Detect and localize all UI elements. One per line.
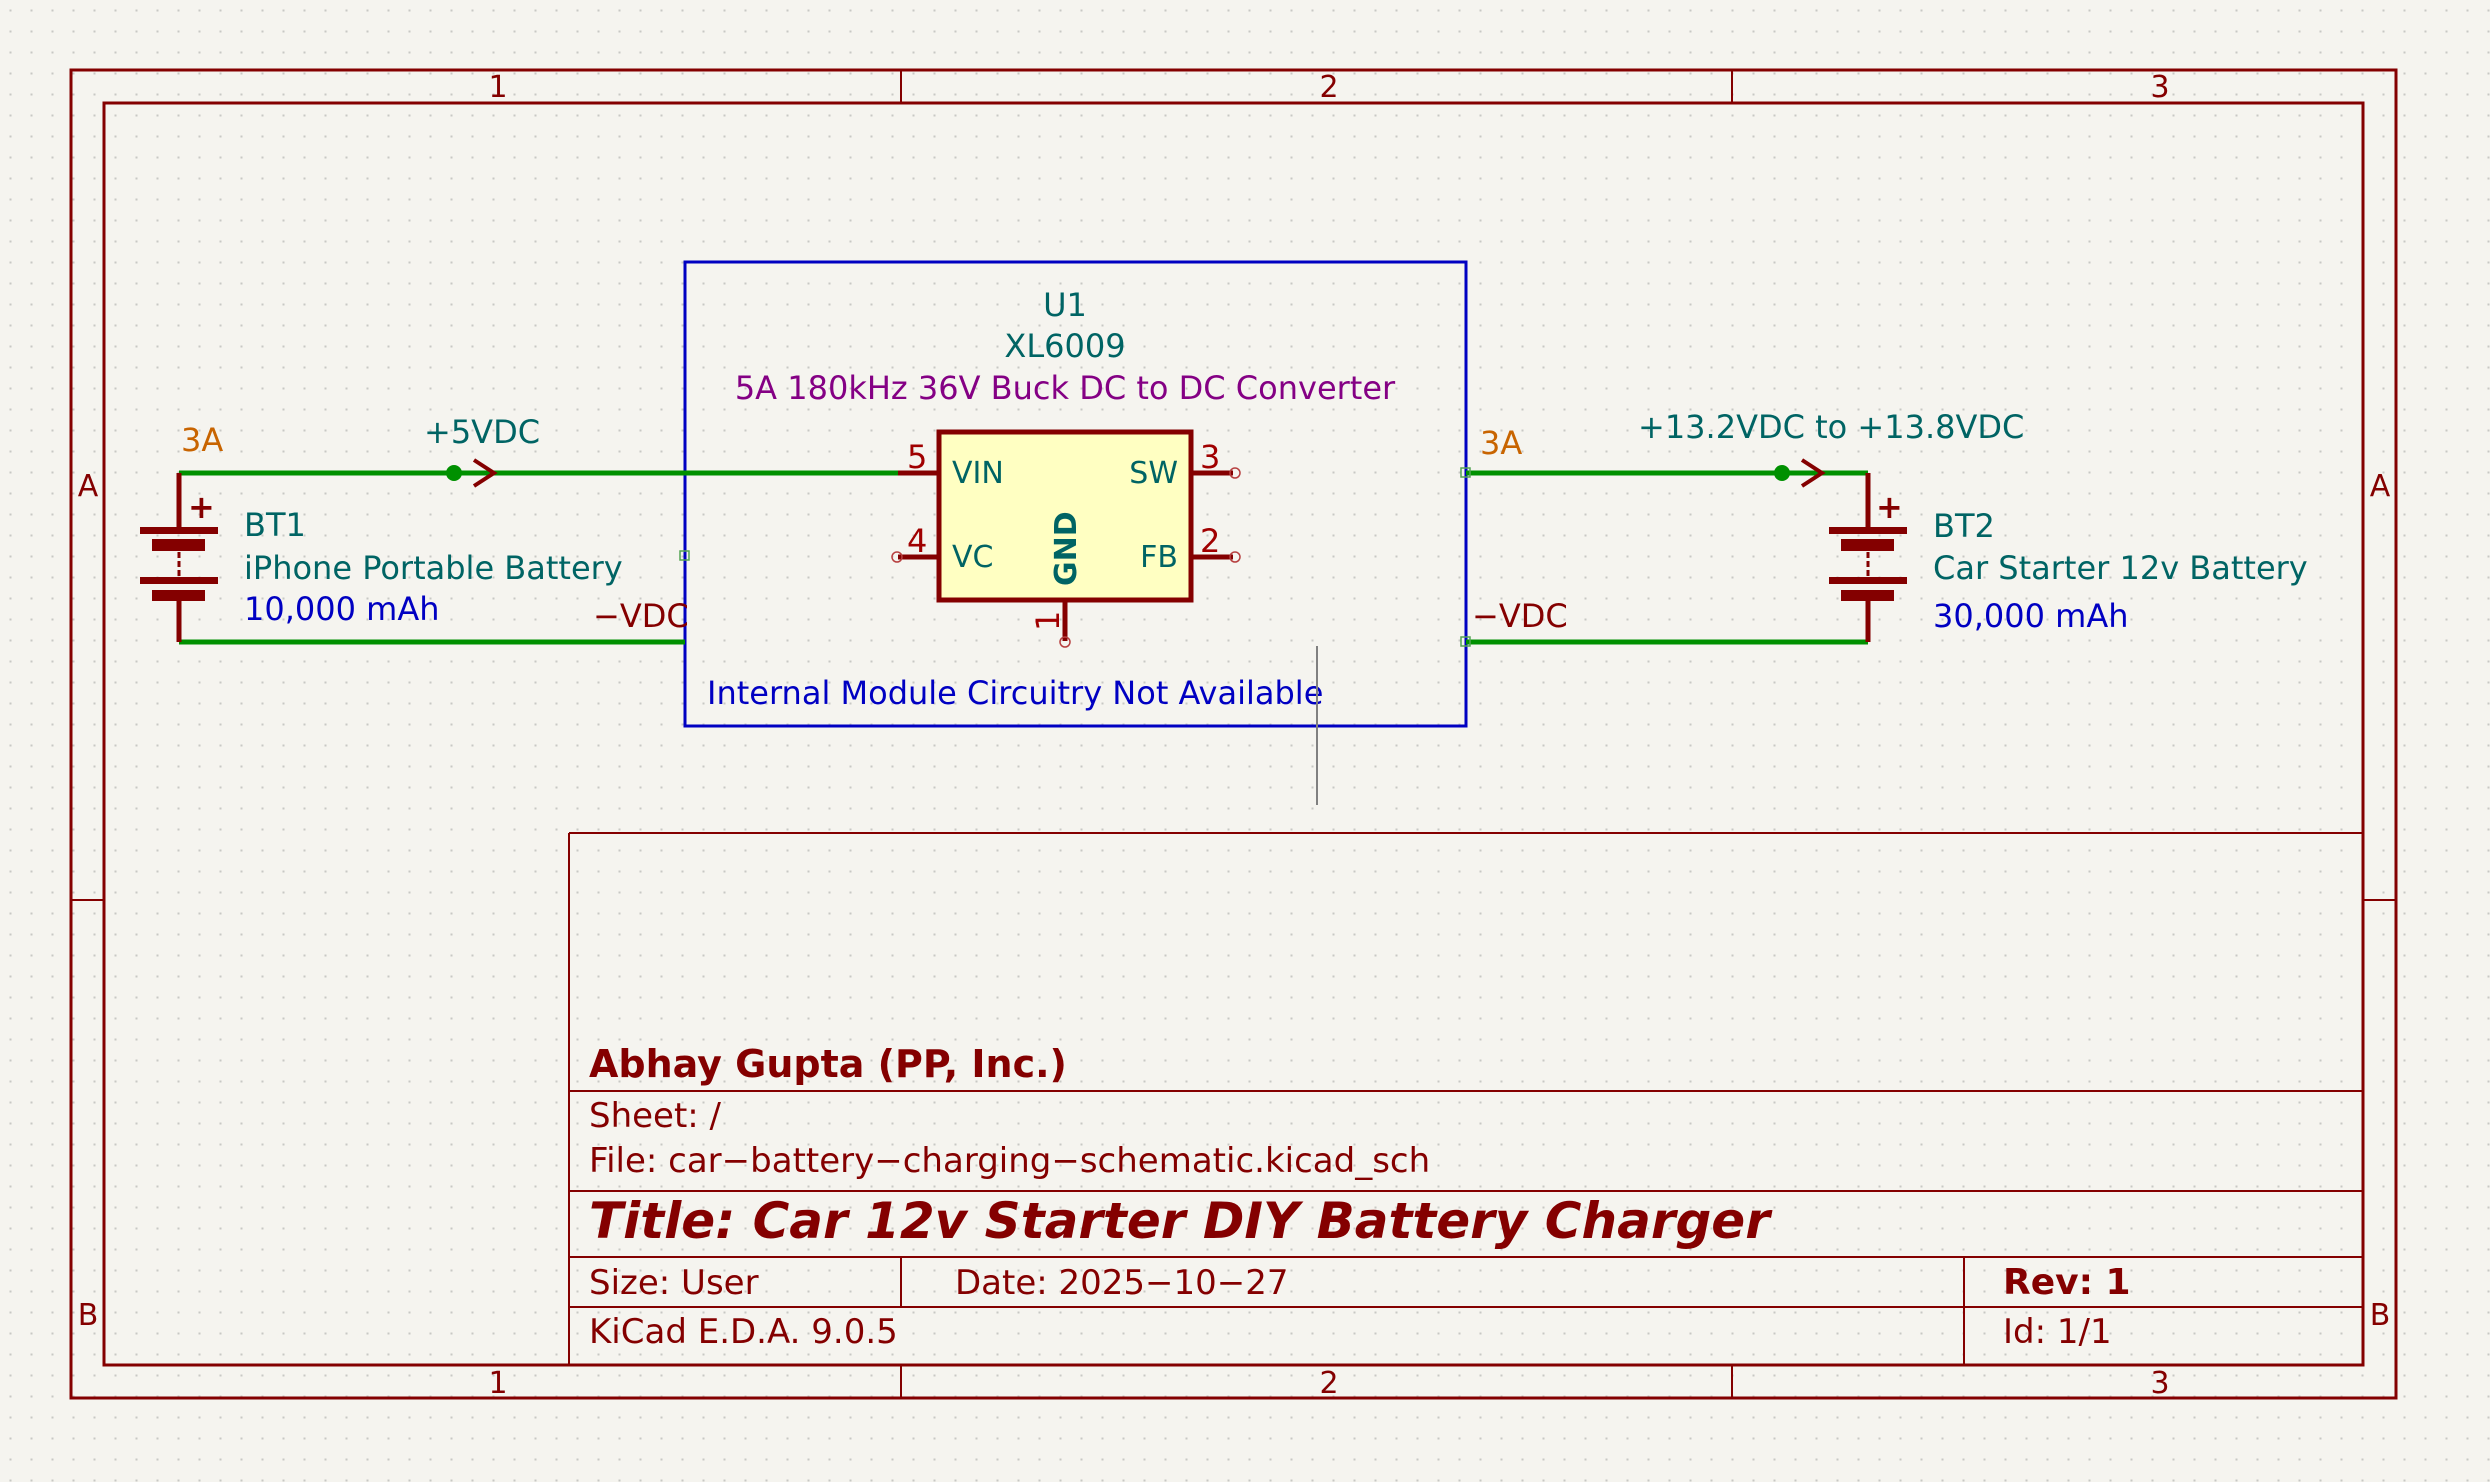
bt1-reference[interactable]: BT1 (244, 506, 306, 544)
title-block-id: Id: 1/1 (2003, 1312, 2112, 1352)
module-anchor (1460, 467, 1471, 478)
pin-name-fb: FB (1140, 540, 1178, 575)
bt1-net-negative-label[interactable]: −VDC (593, 597, 689, 635)
bt1-value[interactable]: iPhone Portable Battery (244, 549, 623, 587)
column-label-bottom-3: 3 (2150, 1366, 2169, 1401)
column-label-bottom-2: 2 (1319, 1366, 1338, 1401)
wires (179, 470, 1868, 645)
page-frame (69, 68, 2398, 1400)
u1-module-box[interactable] (683, 260, 1468, 728)
bt1-plus-sign: + (188, 488, 215, 526)
pin-name-sw: SW (1129, 456, 1178, 491)
pin-name-vin: VIN (952, 456, 1004, 491)
pin-number-fb: 2 (1200, 522, 1220, 560)
u1-description: 5A 180kHz 36V Buck DC to DC Converter (735, 369, 1396, 407)
module-anchor (679, 550, 690, 561)
pin-number-vc: 4 (907, 522, 927, 560)
net-flag-arrow-icon (1800, 458, 1826, 488)
bt2-plus-sign: + (1876, 488, 1903, 526)
column-label-bottom-1: 1 (488, 1366, 507, 1401)
pin-number-vin: 5 (907, 438, 927, 476)
u1-module-note: Internal Module Circuitry Not Available (707, 674, 1323, 712)
bt2-capacity: 30,000 mAh (1933, 597, 2128, 635)
bt2-value[interactable]: Car Starter 12v Battery (1933, 549, 2308, 587)
battery-bt1-symbol[interactable] (140, 473, 218, 642)
bt1-net-positive-label[interactable]: +5VDC (424, 413, 540, 451)
title-block-company: Abhay Gupta (PP, Inc.) (589, 1042, 1067, 1086)
pin-unconnected-marker (1059, 636, 1071, 648)
ic-xl6009-symbol[interactable] (891, 429, 1241, 648)
pin-unconnected-marker (1229, 551, 1241, 563)
pin-name-vc: VC (952, 540, 993, 575)
title-block-sheet: Sheet: / (589, 1096, 722, 1136)
bt1-capacity: 10,000 mAh (244, 590, 439, 628)
row-label-left-a: A (78, 469, 99, 504)
pin-number-gnd: 1 (1029, 611, 1067, 631)
title-block (568, 832, 2363, 1365)
column-label-top-2: 2 (1319, 70, 1338, 105)
bt2-reference[interactable]: BT2 (1933, 507, 1995, 545)
row-label-left-b: B (78, 1298, 99, 1333)
module-anchor (1460, 636, 1471, 647)
pin-unconnected-marker (1229, 467, 1241, 479)
title-block-title: Title: Car 12v Starter DIY Battery Charg… (589, 1192, 1773, 1250)
title-block-date: Date: 2025−10−27 (955, 1263, 1289, 1303)
title-block-rev: Rev: 1 (2003, 1262, 2131, 1303)
bt2-current-note: 3A (1480, 424, 1522, 462)
title-block-size: Size: User (589, 1263, 759, 1303)
pin-unconnected-marker (891, 551, 903, 563)
row-label-right-a: A (2370, 469, 2391, 504)
bt2-net-negative-label[interactable]: −VDC (1472, 597, 1568, 635)
bt1-current-note: 3A (181, 421, 223, 459)
bt2-net-positive-label[interactable]: +13.2VDC to +13.8VDC (1638, 408, 2024, 446)
pin-name-gnd: GND (1049, 511, 1084, 586)
junction-dot (1774, 465, 1790, 481)
battery-bt2-symbol[interactable] (1829, 473, 1907, 642)
frame-labels: 1 2 3 1 2 3 A B A B (78, 70, 2391, 1401)
column-label-top-1: 1 (488, 70, 507, 105)
u1-value[interactable]: XL6009 (1004, 327, 1125, 365)
column-label-top-3: 3 (2150, 70, 2169, 105)
junction-dot (446, 465, 462, 481)
row-label-right-b: B (2370, 1298, 2391, 1333)
title-block-file: File: car−battery−charging−schematic.kic… (589, 1141, 1430, 1181)
pin-number-sw: 3 (1200, 438, 1220, 476)
title-block-tool: KiCad E.D.A. 9.0.5 (589, 1312, 898, 1352)
u1-reference[interactable]: U1 (1043, 286, 1087, 324)
net-flag-arrow-icon (472, 458, 498, 488)
